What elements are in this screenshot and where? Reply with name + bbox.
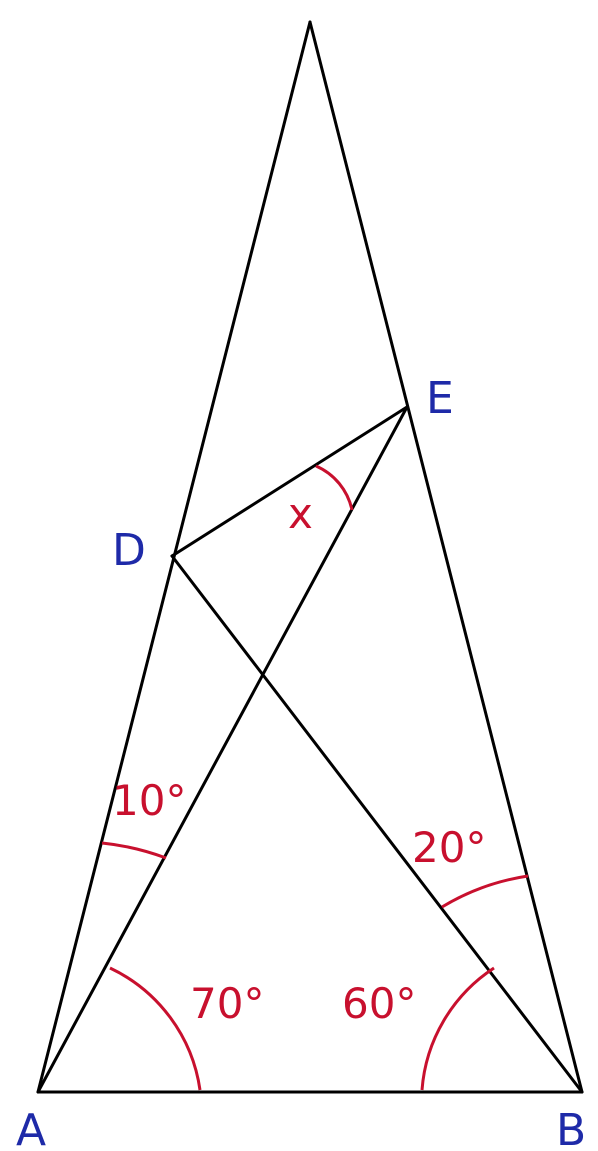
arc-angle-a-70 (109, 966, 202, 1091)
label-angle-20: 20° (412, 823, 486, 872)
label-angle-60: 60° (342, 979, 416, 1028)
side-b-apex (308, 20, 584, 1094)
segment-ae (36, 405, 409, 1094)
label-angle-10: 10° (112, 776, 186, 825)
label-point-a: A (16, 1105, 46, 1151)
label-point-d: D (112, 525, 146, 576)
segment-bd (170, 554, 584, 1094)
label-angle-70: 70° (190, 979, 264, 1028)
label-point-b: B (556, 1105, 586, 1151)
segment-de (170, 405, 409, 558)
arc-angle-b-60 (420, 966, 495, 1091)
arc-angle-a-10 (101, 841, 167, 860)
label-angle-x: x (288, 489, 313, 538)
arc-angle-x (315, 464, 354, 511)
label-point-e: E (426, 373, 454, 424)
arc-angle-b-20 (441, 874, 529, 909)
